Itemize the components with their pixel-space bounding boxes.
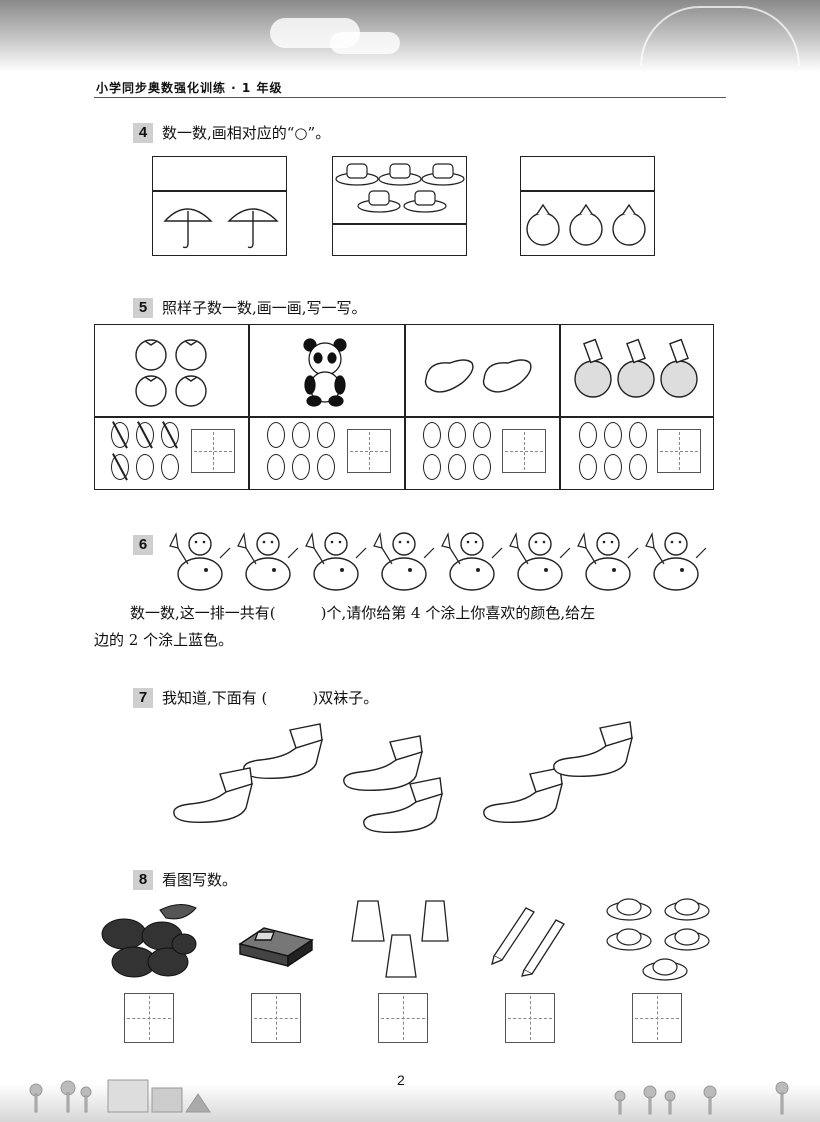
box-divider xyxy=(521,190,654,192)
snowman-icon[interactable] xyxy=(305,532,367,591)
oval-group xyxy=(579,422,654,482)
question-number-8: 8 xyxy=(133,870,153,890)
tree-icon xyxy=(29,1079,211,1113)
panda-icon xyxy=(303,338,347,407)
question-number-6: 6 xyxy=(133,535,153,555)
answer-box[interactable] xyxy=(124,993,174,1043)
swirl-decoration xyxy=(640,6,800,66)
table-divider xyxy=(248,325,250,489)
answer-box[interactable] xyxy=(347,429,391,473)
crossed-oval xyxy=(136,422,154,448)
question-number-4: 4 xyxy=(133,123,153,143)
table-divider xyxy=(95,416,713,418)
crossed-oval xyxy=(161,422,179,448)
answer-box[interactable] xyxy=(378,993,428,1043)
table-divider xyxy=(559,325,561,489)
oval[interactable] xyxy=(317,422,335,448)
tomato-icon xyxy=(135,339,207,407)
snowman-icon[interactable] xyxy=(169,532,231,591)
oval[interactable] xyxy=(317,454,335,480)
question-5-text: 照样子数一数,画一画,写一写。 xyxy=(162,299,367,317)
sock-icon xyxy=(483,767,563,824)
box-divider xyxy=(153,190,286,192)
crossed-oval xyxy=(111,422,129,448)
cloud-icon xyxy=(330,32,400,54)
answer-box[interactable] xyxy=(657,429,701,473)
tree-icon xyxy=(614,1081,789,1115)
answer-box[interactable] xyxy=(191,429,235,473)
oval[interactable] xyxy=(267,454,285,480)
oval[interactable] xyxy=(292,422,310,448)
oval[interactable] xyxy=(448,454,466,480)
pomegranate-icon xyxy=(526,203,646,246)
q4-box-hats xyxy=(332,156,467,256)
oval[interactable] xyxy=(423,454,441,480)
header-rule xyxy=(94,97,726,98)
question-8-text: 看图写数。 xyxy=(162,871,238,889)
snowman-icon[interactable] xyxy=(577,532,639,591)
oval-group xyxy=(111,422,186,482)
snowman-icon[interactable] xyxy=(237,532,299,591)
sock-icon xyxy=(363,777,443,834)
oval[interactable] xyxy=(604,422,622,448)
oval-group xyxy=(267,422,342,482)
oval[interactable] xyxy=(604,454,622,480)
question-6-line-2: 边的 2 个涂上蓝色。 xyxy=(94,631,234,649)
potato-icon xyxy=(424,359,532,393)
pencil-icon xyxy=(491,907,565,977)
oval-group xyxy=(423,422,498,482)
series-title: 小学同步奥数强化训练 · 1 年级 xyxy=(96,81,283,95)
box-divider xyxy=(333,223,466,225)
oval[interactable] xyxy=(629,454,647,480)
answer-box[interactable] xyxy=(502,429,546,473)
snowman-icon[interactable] xyxy=(645,532,707,591)
answer-box[interactable] xyxy=(632,993,682,1043)
question-7-text: 我知道,下面有 ( )双袜子。 xyxy=(162,689,379,707)
q4-box-umbrella xyxy=(152,156,287,256)
book-icon xyxy=(238,927,314,968)
oval[interactable] xyxy=(579,422,597,448)
question-number-5: 5 xyxy=(133,298,153,318)
table-divider xyxy=(404,325,406,489)
question-number-7: 7 xyxy=(133,688,153,708)
oval[interactable] xyxy=(579,454,597,480)
oval[interactable] xyxy=(448,422,466,448)
oval[interactable] xyxy=(161,454,179,480)
header-band xyxy=(0,0,820,72)
oval[interactable] xyxy=(292,454,310,480)
oval[interactable] xyxy=(423,422,441,448)
snowman-row xyxy=(169,532,707,591)
umbrella-icon xyxy=(163,208,279,249)
ping-pong-paddle-icon xyxy=(574,338,698,398)
sock-icon xyxy=(243,723,323,780)
snowman-icon[interactable] xyxy=(509,532,571,591)
question-6-line-1: 数一数,这一排一共有( )个,请你给第 4 个涂上你喜欢的颜色,给左 xyxy=(130,604,596,622)
q5-table xyxy=(94,324,714,490)
answer-box[interactable] xyxy=(251,993,301,1043)
sock-icon xyxy=(173,767,253,824)
page-number: 2 xyxy=(397,1072,405,1088)
oval[interactable] xyxy=(473,422,491,448)
crossed-oval xyxy=(111,454,129,480)
sock-icon xyxy=(173,721,633,834)
hat-icon xyxy=(335,163,465,213)
snowman-icon[interactable] xyxy=(373,532,435,591)
oval[interactable] xyxy=(267,422,285,448)
sock-icon xyxy=(553,721,633,778)
snowman-icon[interactable] xyxy=(441,532,503,591)
oval[interactable] xyxy=(136,454,154,480)
question-4-text: 数一数,画相对应的“○”。 xyxy=(162,124,331,142)
hat-icon xyxy=(606,898,710,981)
oval[interactable] xyxy=(629,422,647,448)
sock-icon xyxy=(343,735,423,792)
q4-box-pomegranates xyxy=(520,156,655,256)
grapes-icon xyxy=(101,904,197,978)
skirt-icon xyxy=(351,900,449,978)
answer-box[interactable] xyxy=(505,993,555,1043)
oval[interactable] xyxy=(473,454,491,480)
